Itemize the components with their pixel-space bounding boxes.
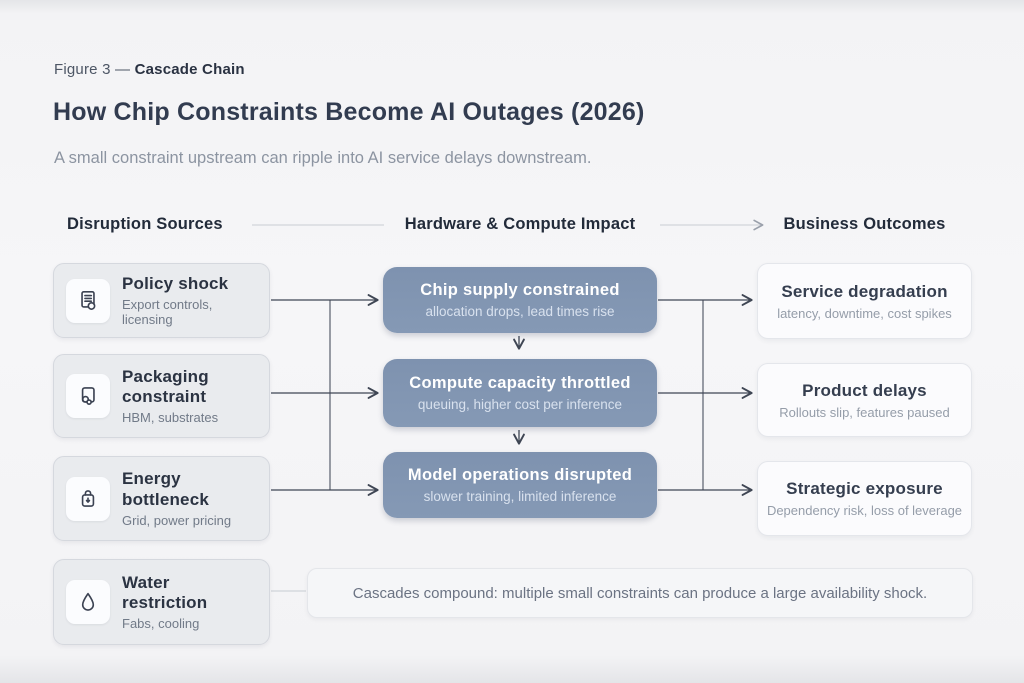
source-card-policy-shock: Policy shock Export controls, licensing	[53, 263, 270, 338]
source-card-subtitle: Grid, power pricing	[122, 512, 232, 528]
impact-box-compute-capacity: Compute capacity throttled queuing, high…	[383, 359, 657, 427]
figure-label-name: Cascade Chain	[134, 61, 245, 78]
outcome-card-subtitle: Dependency risk, loss of leverage	[766, 503, 963, 518]
figure-label-prefix: Figure 3 —	[54, 61, 131, 78]
source-card-packaging-constraint: Packaging constraint HBM, substrates	[53, 354, 270, 438]
outcome-card-title: Strategic exposure	[786, 479, 943, 498]
outcome-card-strategic-exposure: Strategic exposure Dependency risk, loss…	[757, 461, 972, 536]
outcome-card-service-degradation: Service degradation latency, downtime, c…	[757, 263, 972, 339]
outcome-card-product-delays: Product delays Rollouts slip, features p…	[757, 363, 972, 437]
impact-box-title: Chip supply constrained	[420, 281, 620, 299]
impact-box-model-operations: Model operations disrupted slower traini…	[383, 452, 657, 518]
page-title: How Chip Constraints Become AI Outages (…	[53, 98, 645, 126]
source-card-subtitle: HBM, substrates	[122, 410, 219, 426]
source-card-title: Energy bottleneck	[122, 469, 210, 509]
source-card-subtitle: Fabs, cooling	[122, 616, 200, 632]
chip-package-icon	[66, 374, 110, 418]
impact-box-subtitle: allocation drops, lead times rise	[425, 304, 615, 319]
column-header-sources: Disruption Sources	[67, 215, 223, 233]
column-header-outcomes: Business Outcomes	[783, 215, 946, 233]
energy-bag-icon	[66, 476, 110, 521]
outcome-card-subtitle: latency, downtime, cost spikes	[777, 305, 952, 321]
source-card-water-restriction: Water restriction Fabs, cooling	[53, 559, 270, 645]
source-card-energy-bottleneck: Energy bottleneck Grid, power pricing	[53, 456, 270, 541]
figure-label: Figure 3 — Cascade Chain	[54, 61, 245, 78]
outcome-card-subtitle: Rollouts slip, features paused	[779, 404, 950, 420]
source-card-title: Water restriction	[122, 572, 208, 612]
impact-box-subtitle: slower training, limited inference	[423, 489, 617, 504]
source-card-title: Packaging constraint	[122, 366, 209, 406]
cascade-note: Cascades compound: multiple small constr…	[307, 568, 973, 618]
impact-box-title: Compute capacity throttled	[409, 374, 631, 392]
impact-box-title: Model operations disrupted	[407, 466, 633, 484]
outcome-card-title: Service degradation	[781, 281, 948, 301]
water-drop-icon	[66, 580, 110, 624]
page-subtitle: A small constraint upstream can ripple i…	[54, 149, 592, 167]
column-header-impact: Hardware & Compute Impact	[404, 215, 636, 233]
outcome-card-title: Product delays	[802, 380, 927, 400]
source-card-subtitle: Export controls, licensing	[122, 297, 213, 328]
impact-box-chip-supply: Chip supply constrained allocation drops…	[383, 267, 657, 333]
source-card-title: Policy shock	[122, 273, 229, 293]
impact-box-subtitle: queuing, higher cost per inference	[417, 397, 623, 412]
policy-document-icon	[66, 278, 110, 323]
